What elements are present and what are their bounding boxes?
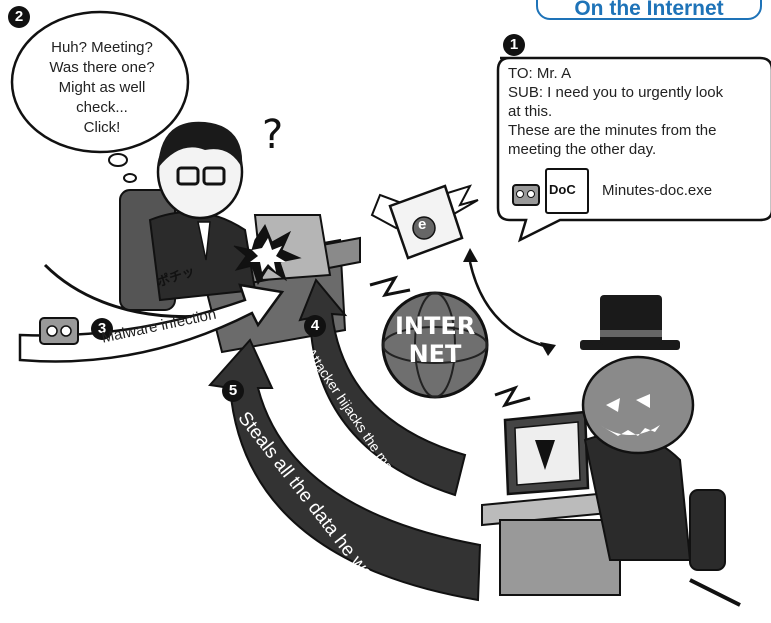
thought-dot-large: [108, 153, 128, 167]
email-subject-1: SUB: I need you to urgently look: [508, 84, 724, 101]
internet-label-line-2: NET: [408, 340, 462, 368]
thought-line-3: Might as well: [58, 79, 146, 96]
victim-hair: [158, 121, 243, 168]
step-4-badge: 4: [304, 315, 326, 337]
screen-silhouette: [535, 440, 555, 470]
internet-label-line-1: INTER: [395, 312, 476, 340]
attachment-filename[interactable]: Minutes-doc.exe: [602, 182, 713, 199]
top-hat-crown: [600, 295, 662, 345]
step-2-badge: 2: [8, 6, 30, 28]
pumpkin-eye-left: [606, 398, 620, 412]
malware-bot-eye-right: [60, 325, 72, 337]
malware-bot-eye-left: [46, 325, 58, 337]
pumpkin-mouth: [600, 425, 660, 436]
envelope-letter: e: [418, 216, 427, 233]
email-body-1: These are the minutes from the: [508, 122, 717, 139]
attacker-chair: [689, 489, 726, 571]
on-the-internet-label: On the Internet: [536, 0, 762, 20]
internet-label: INTER NET: [395, 312, 475, 368]
top-hat-band: [600, 330, 662, 337]
question-mark: ?: [262, 112, 284, 158]
thought-bubble: [10, 10, 190, 154]
thought-line-5: Click!: [83, 119, 121, 136]
chair-base: [689, 578, 741, 607]
globe-latitude: [382, 326, 488, 364]
click-burst-inner: [250, 238, 286, 272]
lightning-upper: [369, 275, 411, 298]
steal-arrow: [208, 338, 482, 602]
pumpkin-eye-right: [636, 394, 650, 408]
send-curve-tail: [540, 342, 556, 356]
attachment-badge: DoC: [549, 182, 576, 197]
attacker-pumpkin-head: [581, 355, 695, 455]
step-1-badge: 1: [503, 34, 525, 56]
globe-longitude: [414, 292, 456, 398]
send-curve-arrowhead: [463, 248, 478, 262]
thought-text: Huh? Meeting? Was there one? Might as we…: [24, 38, 180, 138]
victim-glasses-left: [176, 166, 200, 186]
malware-bot-body: [39, 317, 79, 345]
email-subject-2: at this.: [508, 103, 553, 120]
attachment-bot-icon: [512, 176, 558, 210]
victim-shirt: [197, 221, 211, 261]
hijack-arrow: [298, 278, 467, 497]
envelope-seal: [412, 216, 436, 240]
attachment-doc-icon[interactable]: DoC: [545, 168, 589, 214]
thought-line-4: check...: [76, 99, 128, 116]
victim-glasses-right: [202, 166, 226, 186]
phishing-email: TO: Mr. A SUB: I need you to urgently lo…: [498, 64, 771, 216]
thought-line-1: Huh? Meeting?: [51, 39, 153, 56]
thought-line-2: Was there one?: [49, 59, 155, 76]
lightning-lower: [494, 385, 531, 408]
email-to: TO: Mr. A: [508, 65, 572, 82]
attacker-desk-body: [499, 519, 621, 596]
thought-dot-small: [123, 173, 137, 183]
step-5-badge: 5: [222, 380, 244, 402]
send-curve: [468, 261, 549, 349]
email-body-2: meeting the other day.: [508, 141, 657, 158]
step-3-badge: 3: [91, 318, 113, 340]
